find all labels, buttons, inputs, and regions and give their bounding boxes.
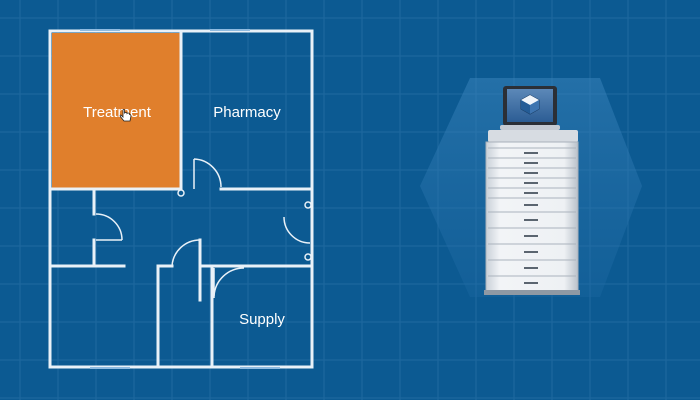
cube-logo-icon <box>520 94 540 115</box>
drawer-handle[interactable] <box>524 204 538 206</box>
room-treatment-fill[interactable] <box>52 33 181 189</box>
drawer-handle[interactable] <box>524 192 538 194</box>
drawer-handle[interactable] <box>524 172 538 174</box>
drawer-handle[interactable] <box>524 162 538 164</box>
walls <box>48 29 314 369</box>
drawer-handle[interactable] <box>524 182 538 184</box>
hand-pointer-icon <box>119 108 132 122</box>
drawer-handle[interactable] <box>524 267 538 269</box>
room-label-treatment[interactable]: Treatment <box>83 104 152 121</box>
windows <box>80 29 280 369</box>
cabinet-drawers <box>488 147 576 284</box>
door-swings <box>95 158 312 298</box>
drawer-handle[interactable] <box>524 251 538 253</box>
room-label-supply[interactable]: Supply <box>239 311 285 328</box>
drawer-handle[interactable] <box>524 235 538 237</box>
automated-dispensing-cabinet-icon[interactable] <box>484 86 580 295</box>
drawer-handle[interactable] <box>524 152 538 154</box>
drawer-handle[interactable] <box>524 219 538 221</box>
room-label-pharmacy[interactable]: Pharmacy <box>213 104 281 121</box>
drawer-handle[interactable] <box>524 282 538 284</box>
